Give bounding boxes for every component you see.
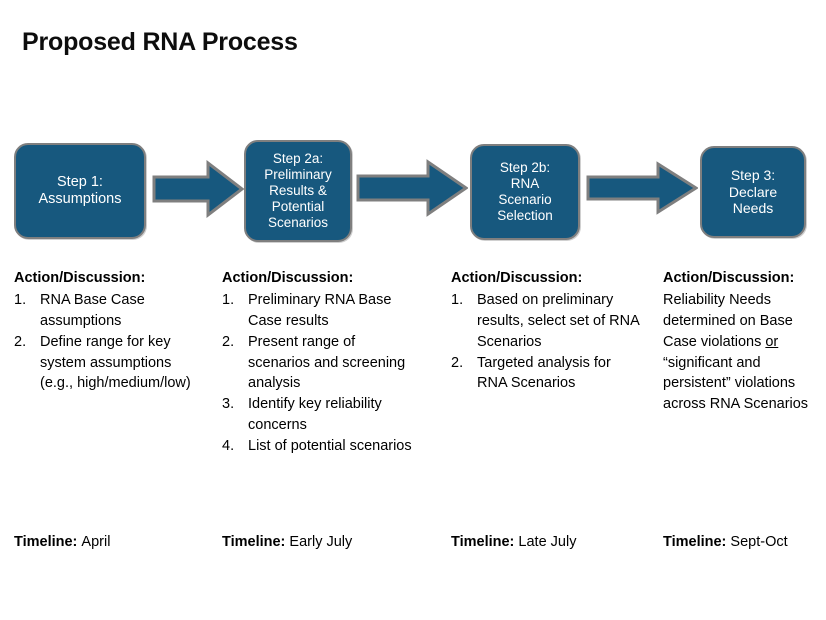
list-item: 3. Identify key reliability concerns (222, 394, 418, 436)
page-title: Proposed RNA Process (22, 28, 298, 56)
list-item-text: Present range of scenarios and screening… (248, 333, 406, 392)
flow-step-label-3: Step 2b: RNA Scenario Selection (497, 160, 553, 223)
detail-column-1: Action/Discussion: 1. RNA Base Case assu… (14, 268, 204, 394)
list-item: 2. Targeted analysis for RNA Scenarios (451, 353, 641, 395)
list-item-text: Define range for key system assumptions … (40, 333, 191, 392)
timeline-1: Timeline: April (14, 534, 110, 550)
flow-step-label-1: Step 1: Assumptions (38, 173, 122, 207)
flow-arrow-right-icon-2 (356, 159, 468, 217)
action-list-2: 1. Preliminary RNA Base Case results 2. … (222, 290, 418, 457)
action-list-1: 1. RNA Base Case assumptions 2. Define r… (14, 290, 204, 394)
list-item-text: List of potential scenarios (248, 438, 412, 454)
flow-step-box-1[interactable]: Step 1: Assumptions (14, 143, 146, 239)
timeline-value: April (81, 534, 111, 550)
detail-column-3: Action/Discussion: 1. Based on prelimina… (451, 268, 641, 394)
timeline-label: Timeline: (663, 534, 731, 550)
list-item-number: 1. (451, 291, 464, 308)
flow-step-box-4[interactable]: Step 3: Declare Needs (700, 146, 806, 238)
timeline-label: Timeline: (14, 534, 82, 550)
flow-step-box-3[interactable]: Step 2b: RNA Scenario Selection (470, 144, 580, 240)
timeline-label: Timeline: (451, 534, 519, 550)
detail-column-2: Action/Discussion: 1. Preliminary RNA Ba… (222, 268, 418, 457)
action-list-3: 1. Based on preliminary results, select … (451, 290, 641, 394)
flow-step-label-2: Step 2a: Preliminary Results & Potential… (264, 151, 332, 230)
flow-step-label-4: Step 3: Declare Needs (728, 167, 778, 217)
list-item: 1. Based on preliminary results, select … (451, 290, 641, 353)
list-item-number: 2. (451, 354, 464, 371)
list-item: 1. Preliminary RNA Base Case results (222, 290, 418, 332)
paragraph-part-after: “significant and persistent” violations … (663, 354, 809, 413)
timeline-label: Timeline: (222, 534, 290, 550)
paragraph-part-before: Reliability Needs determined on Base Cas… (663, 291, 793, 350)
timeline-2: Timeline: Early July (222, 534, 352, 550)
column-paragraph-4: Reliability Needs determined on Base Cas… (663, 290, 826, 415)
list-item-text: RNA Base Case assumptions (40, 291, 145, 329)
column-heading-1: Action/Discussion: (14, 270, 146, 286)
list-item-number: 2. (222, 333, 235, 350)
list-item-number: 3. (222, 396, 235, 413)
timeline-3: Timeline: Late July (451, 534, 576, 550)
list-item: 2. Define range for key system assumptio… (14, 332, 204, 395)
list-item-number: 1. (222, 291, 235, 308)
timeline-4: Timeline: Sept-Oct (663, 534, 788, 550)
flow-arrow-right-icon-3 (586, 161, 698, 215)
timeline-value: Early July (289, 534, 353, 550)
column-heading-2: Action/Discussion: (222, 270, 354, 286)
list-item-text: Based on preliminary results, select set… (477, 291, 639, 350)
timeline-value: Late July (518, 534, 577, 550)
list-item-text: Identify key reliability concerns (248, 396, 382, 434)
list-item: 4. List of potential scenarios (222, 436, 418, 457)
detail-column-4: Action/Discussion: Reliability Needs det… (663, 268, 826, 415)
flow-arrow-right-icon-1 (152, 160, 244, 218)
timeline-value: Sept-Oct (730, 534, 788, 550)
flow-step-box-2[interactable]: Step 2a: Preliminary Results & Potential… (244, 140, 352, 242)
column-heading-3: Action/Discussion: (451, 270, 583, 286)
list-item: 2. Present range of scenarios and screen… (222, 332, 418, 395)
list-item-text: Targeted analysis for RNA Scenarios (477, 354, 611, 392)
list-item-number: 4. (222, 438, 235, 454)
list-item-text: Preliminary RNA Base Case results (248, 291, 392, 329)
column-heading-4: Action/Discussion: (663, 270, 795, 286)
paragraph-part-underlined: or (765, 333, 779, 350)
list-item-number: 2. (14, 333, 27, 350)
list-item: 1. RNA Base Case assumptions (14, 290, 204, 332)
list-item-number: 1. (14, 291, 27, 308)
